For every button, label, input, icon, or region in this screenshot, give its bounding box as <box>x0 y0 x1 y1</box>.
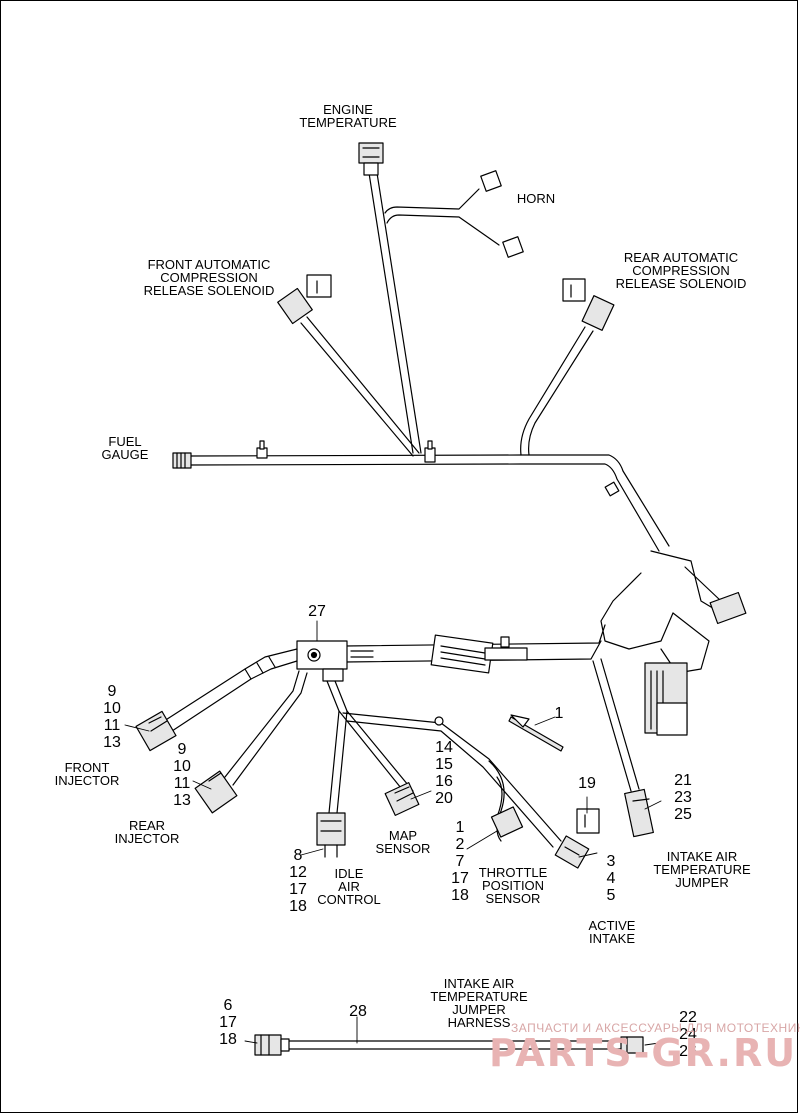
harness-clip <box>256 440 620 497</box>
iat-jumper-branch <box>592 658 654 838</box>
label-active-intake: ACTIVE INTAKE <box>588 918 636 946</box>
horn-branch <box>384 170 524 258</box>
engine-temperature-branch <box>358 142 422 454</box>
active-intake-connector <box>576 808 600 834</box>
label-iat-jumper: INTAKE AIR TEMPERATURE JUMPER <box>653 849 751 890</box>
callouts-rear-injector: 9 10 11 13 <box>173 741 191 809</box>
callouts-map-sensor: 14 15 16 20 <box>435 739 453 807</box>
main-upper-trunk <box>190 454 670 552</box>
callout-28: 28 <box>349 1003 367 1020</box>
label-iat-jumper-harness: INTAKE AIR TEMPERATURE JUMPER HARNESS <box>430 976 528 1030</box>
label-engine-temperature: ENGINE TEMPERATURE <box>299 102 397 130</box>
callout-27: 27 <box>308 603 326 620</box>
rear-acr-branch <box>520 278 615 456</box>
callouts-jumper-left: 6 17 18 <box>219 997 237 1048</box>
label-fuel-gauge: FUEL GAUGE <box>101 434 149 462</box>
callout-19: 19 <box>578 775 596 792</box>
label-rear-injector: REAR INJECTOR <box>114 818 180 846</box>
watermark-brand: PARTS-GR.RU <box>489 1031 798 1075</box>
cable-tie-part-1 <box>508 714 564 752</box>
harness-hub-27 <box>296 640 348 682</box>
harness-junction <box>600 550 747 736</box>
map-sensor-branch <box>338 710 420 816</box>
leader-lines <box>124 620 674 1046</box>
callout-1-tie: 1 <box>554 705 564 722</box>
label-front-injector: FRONT INJECTOR <box>54 760 120 788</box>
label-idle-air-control: IDLE AIR CONTROL <box>317 866 381 907</box>
front-injector-branch <box>135 648 298 752</box>
fuel-gauge-connector <box>172 452 192 469</box>
jumper-harness-28 <box>254 1034 644 1056</box>
front-acr-branch <box>277 274 420 457</box>
label-throttle-position-sensor: THROTTLE POSITION SENSOR <box>478 865 548 906</box>
main-lower-trunk <box>344 624 606 674</box>
rear-injector-branch <box>194 670 308 814</box>
callouts-front-injector: 9 10 11 13 <box>103 683 121 751</box>
callouts-active-intake: 3 4 5 <box>606 853 616 904</box>
callouts-idle-air-control: 8 12 17 18 <box>289 847 307 915</box>
tps-branch <box>342 712 590 869</box>
label-rear-acr-solenoid: REAR AUTOMATIC COMPRESSION RELEASE SOLEN… <box>615 250 747 291</box>
callouts-tps: 1 2 7 17 18 <box>451 819 469 904</box>
watermark-caption: ЗАПЧАСТИ И АКСЕССУАРЫ ДЛЯ МОТОТЕХНИКИ <box>511 1021 800 1035</box>
callouts-jumper-right: 22 24 26 <box>679 1009 697 1060</box>
idle-air-control-branch <box>316 680 348 858</box>
callouts-iat-jumper: 21 23 25 <box>674 772 692 823</box>
label-map-sensor: MAP SENSOR <box>375 828 431 856</box>
label-horn: HORN <box>516 191 556 206</box>
label-front-acr-solenoid: FRONT AUTOMATIC COMPRESSION RELEASE SOLE… <box>143 257 275 298</box>
